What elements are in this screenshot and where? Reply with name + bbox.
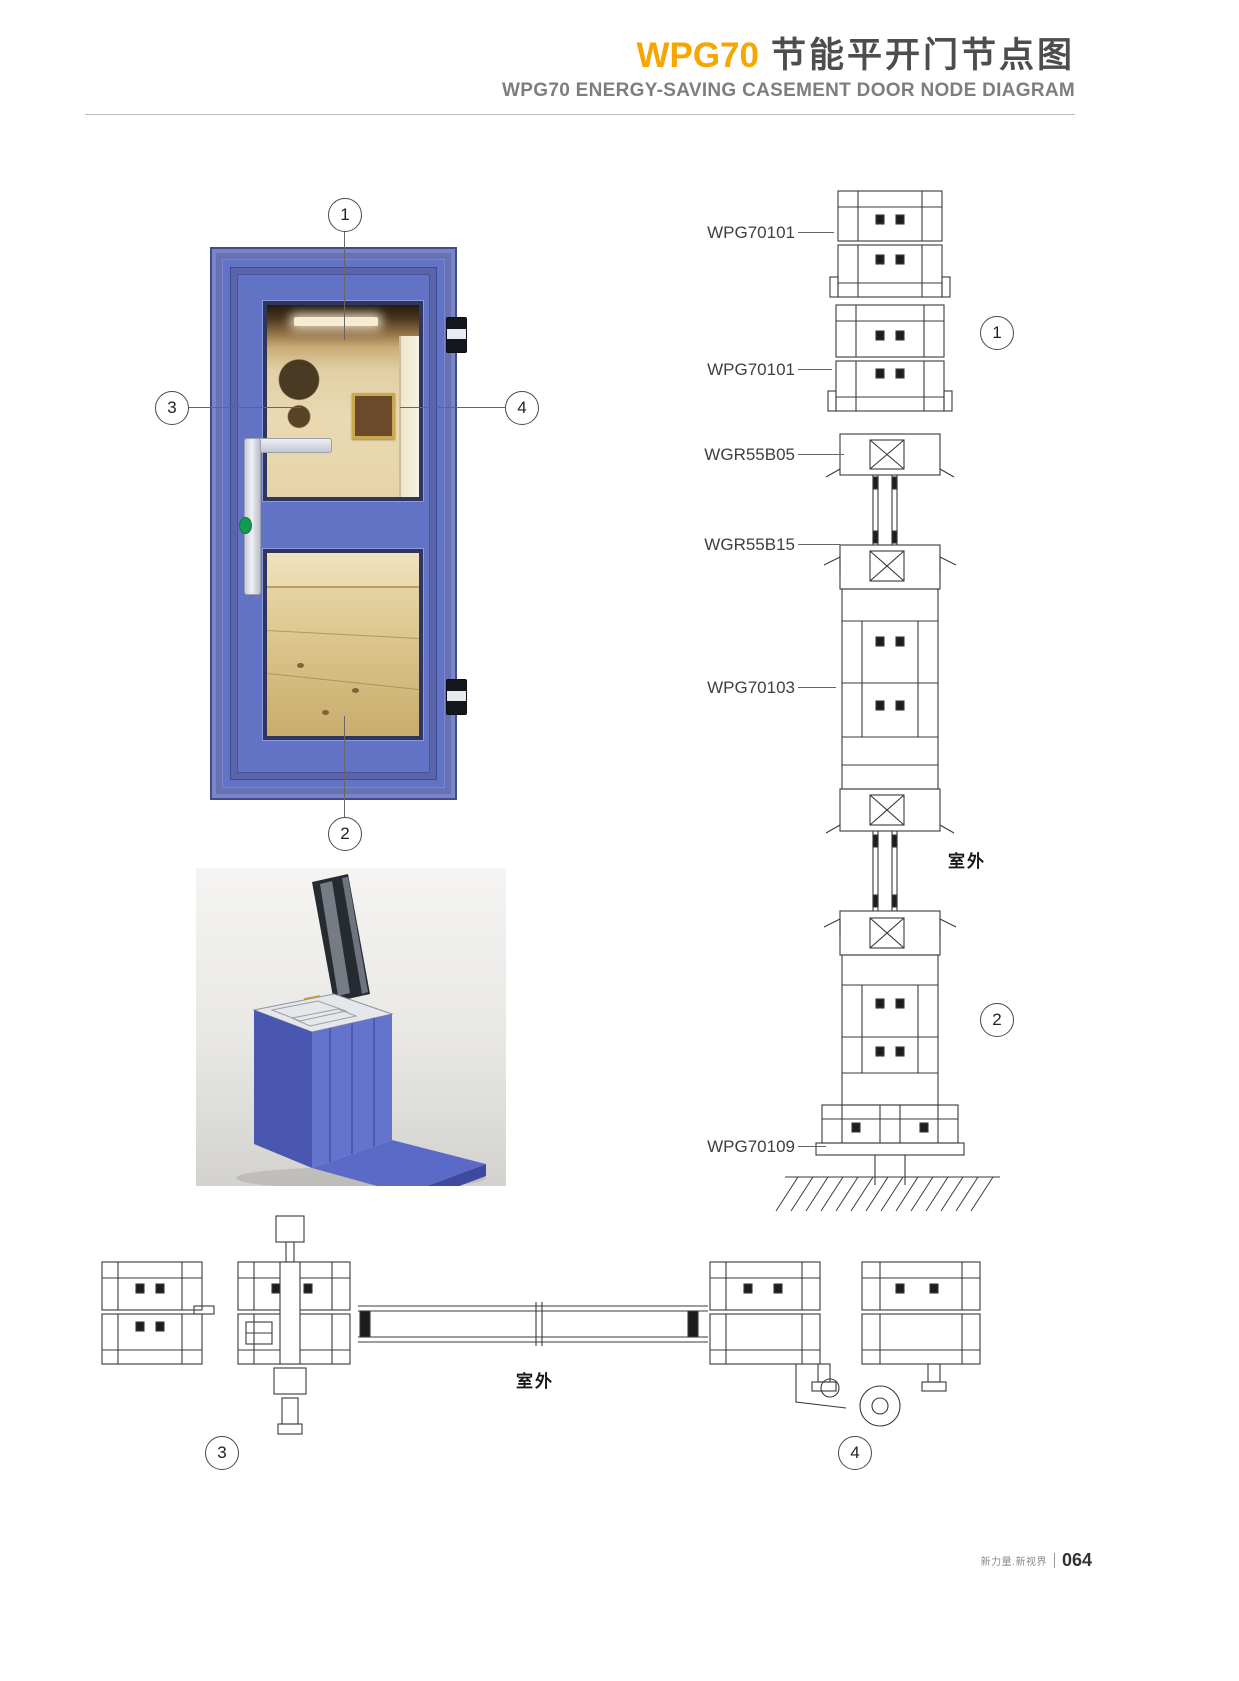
profile-label-wpg70101-b: WPG70101 (707, 360, 795, 379)
floor-mark (297, 662, 305, 668)
callout-4: 4 (505, 391, 539, 425)
label-leader (798, 544, 840, 545)
floor-mark (321, 710, 329, 716)
section-callout-4-number: 4 (850, 1443, 860, 1462)
profile-label-wgr55b05: WGR55B05 (704, 445, 795, 464)
title-english: WPG70 ENERGY-SAVING CASEMENT DOOR NODE D… (502, 80, 1075, 102)
handle-section (273, 1215, 307, 1435)
callout-2-number: 2 (340, 824, 350, 843)
page-footer: 新力量.新视界 064 (981, 1550, 1092, 1571)
section-callout-1: 1 (980, 316, 1014, 350)
outdoor-label-horizontal: 室外 (516, 1372, 554, 1391)
section-callout-1-number: 1 (992, 323, 1002, 342)
interior-ceiling-light (294, 316, 378, 327)
leader-line-3 (189, 407, 301, 408)
hinge-section (795, 1364, 901, 1427)
label-leader (798, 1146, 826, 1147)
leader-line-1 (344, 232, 345, 340)
vertical-section-drawing (775, 190, 1000, 1212)
callout-1: 1 (328, 198, 362, 232)
callout-4-number: 4 (517, 398, 527, 417)
door-glass-lower (263, 549, 423, 740)
floor-seam (267, 629, 419, 639)
floor-seam (267, 673, 419, 691)
leader-line-4 (400, 407, 505, 408)
brand-text: WPG70 (636, 36, 759, 75)
header-rule (85, 114, 1075, 115)
door-glass-upper (263, 301, 423, 501)
glass-section (358, 1302, 708, 1346)
profile-3d-render-image (196, 868, 506, 1206)
section-callout-3-number: 3 (217, 1443, 227, 1462)
section-callout-4: 4 (838, 1436, 872, 1470)
label-leader (798, 369, 832, 370)
interior-wall-clock (274, 354, 324, 432)
label-leader (798, 687, 836, 688)
door-hinge-bottom (446, 679, 467, 715)
profile-label-wpg70101-a: WPG70101 (707, 223, 795, 242)
footer-divider (1053, 1553, 1055, 1568)
callout-3: 3 (155, 391, 189, 425)
page-title: WPG70 节能平开门节点图 (85, 36, 1075, 76)
interior-wall (267, 553, 419, 588)
leader-line-2 (344, 716, 345, 817)
footer-slogan: 新力量.新视界 (980, 1557, 1047, 1568)
profile-label-wpg70109: WPG70109 (707, 1137, 795, 1156)
section-callout-2: 2 (980, 1003, 1014, 1037)
label-leader (798, 232, 834, 233)
interior-picture-frame (352, 393, 395, 440)
title-chinese: 节能平开门节点图 (770, 36, 1075, 75)
door-illustration (210, 247, 467, 800)
label-leader (798, 454, 844, 455)
profile-label-wpg70103: WPG70103 (707, 678, 795, 697)
profile-3d-render (196, 868, 506, 1206)
interior-white-door (398, 335, 419, 497)
render-profile-body (254, 1010, 486, 1206)
outdoor-label-vertical: 室外 (948, 852, 986, 871)
section-callout-3: 3 (205, 1436, 239, 1470)
floor-mark (352, 688, 360, 694)
page-number: 064 (1061, 1550, 1092, 1570)
door-hinge-top (446, 317, 467, 353)
profile-label-wgr55b15: WGR55B15 (704, 535, 795, 554)
horizontal-section-drawing (101, 1215, 981, 1435)
section-callout-2-number: 2 (992, 1010, 1002, 1029)
render-glass-pane (312, 874, 370, 1002)
door-lock-indicator (239, 517, 252, 534)
callout-2: 2 (328, 817, 362, 851)
door-handle-bar (244, 438, 261, 595)
ground-hatch (775, 1176, 1000, 1212)
callout-3-number: 3 (167, 398, 177, 417)
page-header: WPG70 节能平开门节点图 WPG70 ENERGY-SAVING CASEME… (85, 36, 1075, 102)
horizontal-section-profiles (101, 1215, 981, 1435)
vertical-section-profiles (815, 190, 965, 1185)
callout-1-number: 1 (340, 205, 350, 224)
